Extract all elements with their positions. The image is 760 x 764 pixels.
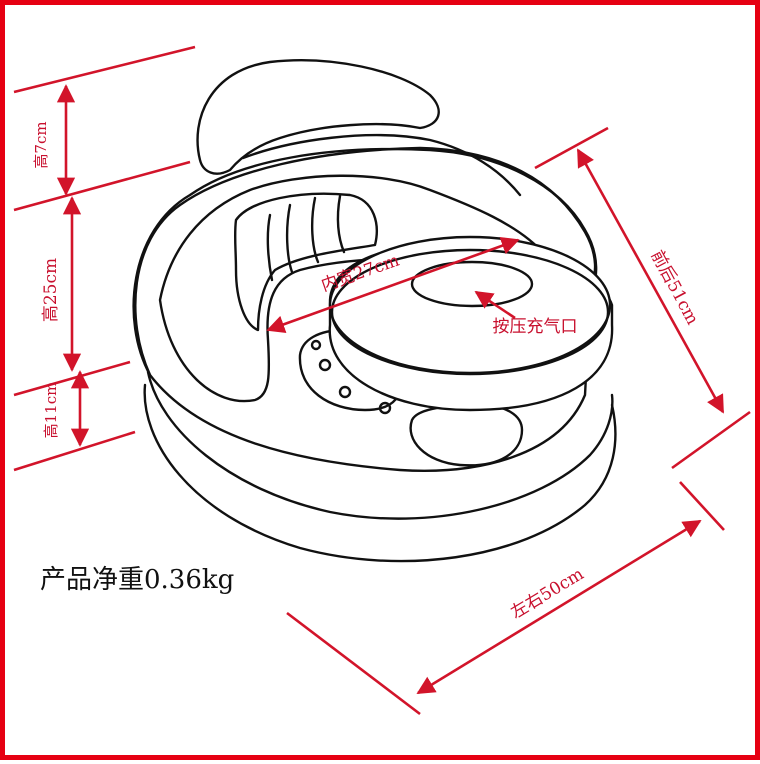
ext-line-fb-1	[534, 126, 609, 170]
base-ring-top	[146, 370, 614, 520]
valve-dot-3	[378, 401, 392, 415]
ext-line-lr-2	[679, 481, 725, 531]
seat-illustration	[132, 59, 617, 563]
valve-dot-2	[338, 385, 352, 399]
inflation-valve-hole	[410, 260, 534, 308]
ext-line-fb-2	[671, 410, 751, 470]
arrow-inner-width	[266, 236, 520, 334]
ext-line-1	[13, 45, 196, 94]
label-inflation-valve: 按压充气口	[493, 317, 578, 337]
product-weight-label: 产品净重0.36kg	[40, 565, 234, 595]
label-height-top: 高7cm	[32, 121, 50, 168]
label-height-middle: 高25cm	[41, 258, 61, 322]
backrest-shell	[241, 133, 522, 197]
arrow-left-right	[416, 519, 702, 695]
valve-dot-1	[318, 358, 332, 372]
ext-line-2	[13, 160, 191, 212]
label-height-bottom: 高11cm	[42, 382, 60, 439]
ext-line-lr-1	[286, 611, 421, 716]
base-ring-bottom	[143, 383, 617, 563]
ext-line-4	[13, 430, 136, 472]
headrest-pillow	[196, 59, 440, 175]
valve-dot-4	[310, 339, 322, 351]
arrow-front-back	[576, 148, 725, 414]
arrow-inflation-valve	[474, 290, 516, 320]
